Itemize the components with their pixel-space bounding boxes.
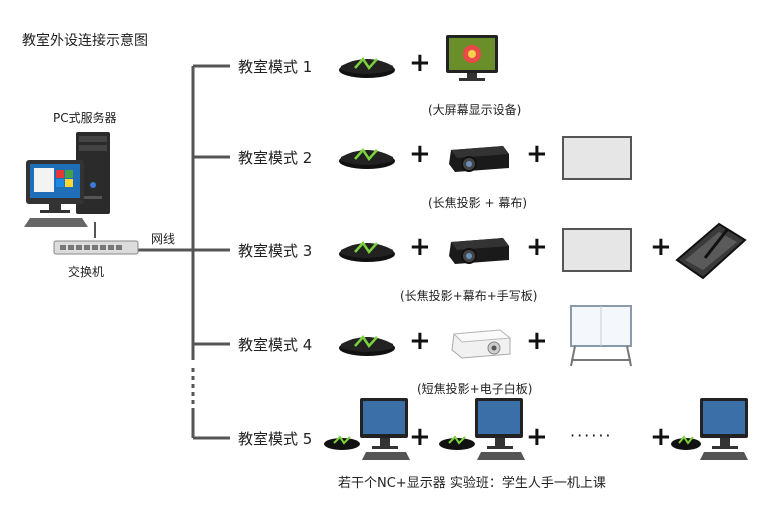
plus-sign: + [650, 422, 672, 452]
plus-sign: + [409, 326, 431, 356]
mode-1-label: 教室模式 1 [238, 58, 313, 76]
lcd-tv-icon [446, 35, 498, 81]
screen-icon [562, 136, 632, 180]
nc-box-icon [339, 334, 395, 356]
whiteboard-icon [570, 305, 632, 367]
plus-sign: + [409, 48, 431, 78]
mode-5-label: 教室模式 5 [238, 430, 313, 448]
mode-3-label: 教室模式 3 [238, 242, 313, 260]
switch-label: 交换机 [68, 265, 105, 279]
plus-sign: + [526, 232, 548, 262]
plus-sign: + [650, 232, 672, 262]
mode-4-label: 教室模式 4 [238, 336, 313, 354]
cable-label: 网线 [151, 232, 176, 246]
nc-monitor-set-icon [671, 398, 748, 460]
screen-icon [562, 228, 632, 272]
ellipsis: ······ [570, 426, 613, 445]
projector-icon [449, 238, 509, 264]
projector-icon [449, 146, 509, 172]
diagram-title: 教室外设连接示意图 [22, 33, 148, 49]
nc-box-icon [339, 240, 395, 262]
network-switch-icon [53, 240, 139, 255]
mode-5-caption: 若干个NC+显示器 实验班：学生人手一机上课 [338, 476, 606, 491]
nc-box-icon [339, 147, 395, 169]
nc-monitor-set-icon [324, 398, 410, 460]
nc-box-icon [339, 56, 395, 78]
tablet-icon [675, 222, 747, 280]
plus-sign: + [409, 232, 431, 262]
short-throw-projector-icon [451, 329, 512, 359]
mode-2-caption: (长焦投影 + 幕布) [428, 196, 528, 210]
plus-sign: + [409, 139, 431, 169]
plus-sign: + [526, 422, 548, 452]
mode-4-caption: (短焦投影+电子白板) [417, 382, 533, 396]
plus-sign: + [526, 139, 548, 169]
server-label: PC式服务器 [53, 111, 117, 125]
nc-monitor-set-icon [439, 398, 525, 460]
mode-2-label: 教室模式 2 [238, 149, 313, 167]
plus-sign: + [526, 326, 548, 356]
plus-sign: + [409, 422, 431, 452]
mode-3-caption: (长焦投影+幕布+手写板) [400, 289, 538, 303]
pc-server-icon [24, 132, 110, 227]
mode-1-caption: (大屏幕显示设备) [428, 103, 522, 117]
